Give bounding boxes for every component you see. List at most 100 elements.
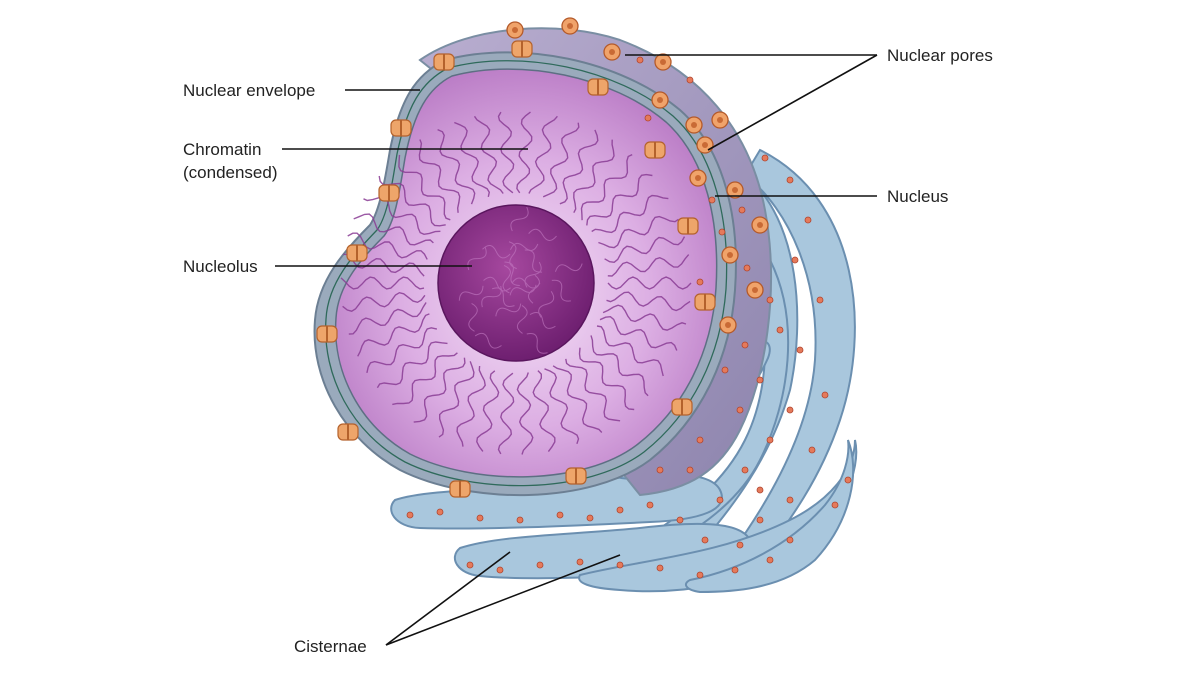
surface-pores	[506, 17, 769, 334]
chromatin-fiber	[590, 335, 649, 397]
nucleolus-fiber	[492, 287, 515, 307]
nucleolus-fiber	[526, 333, 548, 354]
ribosome	[786, 176, 794, 184]
nuclear-pore	[671, 398, 693, 416]
nucleolus-fiber	[467, 247, 487, 271]
ribosome	[406, 511, 414, 519]
chromatin-fiber	[599, 315, 678, 351]
chromatin-fiber	[376, 341, 448, 389]
ribosome	[756, 486, 764, 494]
ribosome	[816, 296, 824, 304]
surface-pore-center	[657, 97, 663, 103]
chromatin-fiber	[544, 368, 580, 445]
nucleolus-fiber	[509, 284, 537, 296]
ribosome	[656, 466, 664, 474]
chromatin-fiber	[473, 115, 504, 194]
ribosome	[716, 496, 724, 504]
ribosome	[804, 216, 812, 224]
ribosome	[708, 196, 716, 204]
nucleolus-fiber	[509, 242, 539, 251]
ribosome	[741, 466, 749, 474]
nucleolus-fiber	[474, 332, 502, 349]
ribosome	[616, 506, 624, 514]
surface-pore-center	[725, 322, 731, 328]
surface-pore-center	[660, 59, 666, 65]
surface-pore-center	[752, 287, 758, 293]
ribosome	[776, 326, 784, 334]
ribosome	[721, 366, 729, 374]
chromatin-fiber	[497, 372, 515, 455]
ribosome	[766, 436, 774, 444]
nuclear-pore	[449, 480, 471, 498]
surface-pore-center	[727, 252, 733, 258]
ribosome	[831, 501, 839, 509]
nucleolus-fiber	[554, 263, 583, 272]
nuclear-pore	[511, 40, 533, 58]
label-nucleus: Nucleus	[887, 187, 948, 206]
ribosome	[791, 256, 799, 264]
ribosome	[556, 511, 564, 519]
ribosome	[656, 564, 664, 572]
chromatin-fiber	[392, 352, 458, 406]
chromatin-fiber	[552, 365, 603, 433]
nuclear-pore	[565, 467, 587, 485]
ribosomes	[406, 56, 852, 579]
chromatin-fiber	[528, 115, 558, 194]
chromatin-fiber	[348, 302, 427, 335]
nuclear-pore	[378, 184, 400, 202]
chromatin-fiber	[596, 325, 664, 377]
surface-pore-center	[757, 222, 763, 228]
ribosome	[786, 536, 794, 544]
surface-pore-center	[717, 117, 723, 123]
chromatin-fiber	[586, 173, 653, 226]
ribosome	[476, 514, 484, 522]
nuclear-pore	[694, 293, 716, 311]
chromatin-fiber	[418, 139, 461, 213]
label-nuclear-envelope: Nuclear envelope	[183, 81, 315, 100]
nucleolus-fiber	[504, 261, 520, 287]
chromatin-fiber	[454, 121, 491, 198]
surface-pore-center	[512, 27, 518, 33]
ribosome	[844, 476, 852, 484]
leader-cisternae-b	[385, 554, 621, 646]
ribosome	[821, 391, 829, 399]
chromatin-fiber	[565, 358, 621, 422]
chromatin-fiber	[340, 276, 425, 290]
chromatin-fiber	[516, 111, 533, 194]
surface-pore-center	[609, 49, 615, 55]
surface-pore-center	[695, 175, 701, 181]
chromatin-fiber	[398, 154, 451, 221]
nucleolus-fiber	[483, 276, 511, 292]
ribosome	[646, 501, 654, 509]
ribosome	[718, 228, 726, 236]
chromatin-fiber	[591, 194, 669, 234]
ribosome	[736, 541, 744, 549]
chromatin-fiber	[542, 122, 580, 198]
ribosome	[686, 76, 694, 84]
label-cisternae: Cisternae	[294, 637, 367, 656]
nuclear-pores	[316, 40, 716, 498]
surface-pore-center	[691, 122, 697, 128]
ribosome	[743, 264, 751, 272]
chromatin-fiber	[580, 153, 633, 221]
chromatin-fiber	[437, 128, 476, 205]
label-chromatin: Chromatin	[183, 140, 261, 159]
label-chromatin-condensed: (condensed)	[183, 163, 278, 182]
nuclear-pore	[433, 53, 455, 71]
label-nucleolus: Nucleolus	[183, 257, 258, 276]
surface-pore-center	[702, 142, 708, 148]
nucleolus-fiber	[468, 302, 478, 332]
chromatin-fiber	[456, 365, 486, 447]
nucleolus-texture	[458, 206, 583, 354]
ribosome	[731, 566, 739, 574]
ribosome	[796, 346, 804, 354]
nucleolus-fiber	[495, 303, 522, 317]
ribosome	[808, 446, 816, 454]
ribosome	[496, 566, 504, 574]
ribosome	[738, 206, 746, 214]
ribosome	[686, 466, 694, 474]
nuclear-pore	[644, 141, 666, 159]
chromatin-fiber	[413, 357, 466, 423]
nucleolus-fiber	[551, 279, 571, 302]
